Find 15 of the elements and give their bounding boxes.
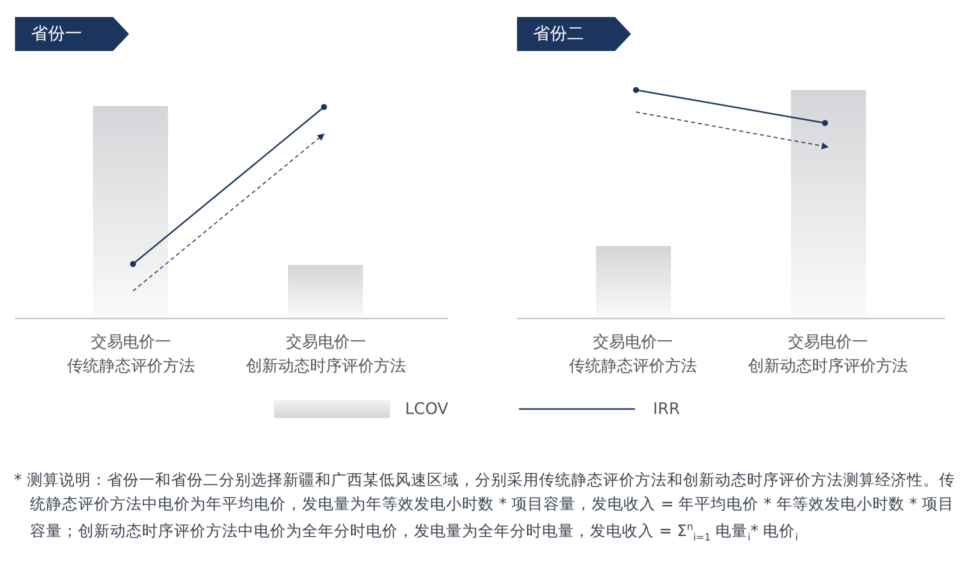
ribbon-tag [517, 17, 631, 51]
category-label: 创新动态时序评价方法 [748, 355, 908, 377]
legend-label: IRR [653, 399, 680, 419]
category-heading: 交易电价一 [91, 331, 171, 353]
footnote: * 测算说明：省份一和省份二分别选择新疆和广西某低风速区域，分别采用传统静态评价方法和创新动态时序评价方法测算经济性。传统静态评价方法中电价为年平均电价，发电量为年等效发电小时数 * 项目容量，发电收入 = 年平均电价 * 年等效发电小时数 * 项目容量；创新动态时序评价方法中电价为全年分时电价，发电量为全年分时电量，发电收入 = Σ$^{n}$$_{i=1}$ 电量$_{i}$* 电价$_{i}$ [14, 470, 956, 546]
category-heading: 交易电价一 [593, 331, 673, 353]
panel-title: 省份二 [533, 23, 584, 45]
panel-title: 省份一 [31, 23, 82, 45]
category-label: 传统静态评价方法 [569, 355, 697, 377]
category-heading: 交易电价一 [788, 331, 868, 353]
category-label: 创新动态时序评价方法 [246, 355, 406, 377]
category-heading: 交易电价一 [286, 331, 366, 353]
legend-label: LCOV [405, 399, 448, 419]
category-label: 传统静态评价方法 [67, 355, 195, 377]
ribbon-tag [15, 17, 129, 51]
